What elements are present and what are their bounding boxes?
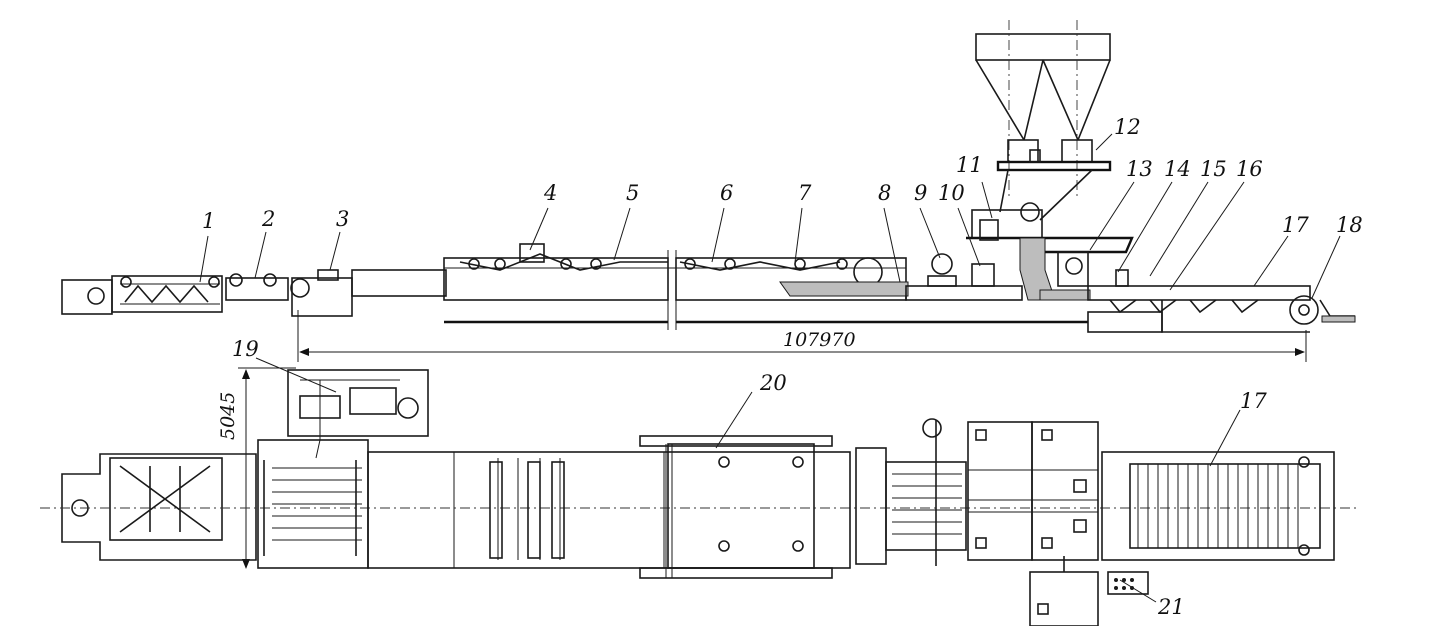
leader-lines [199, 133, 1341, 603]
callout-15: 15 [1200, 157, 1227, 181]
callout-8: 8 [878, 181, 891, 205]
hopper-pair [975, 20, 1112, 221]
conveyor-right [1039, 269, 1356, 333]
callout-7: 7 [798, 181, 812, 205]
plan-view: 5045 [40, 367, 1360, 626]
callout-9: 9 [914, 181, 927, 205]
length-dimension-label: 107970 [783, 329, 856, 351]
main-frame [443, 243, 1088, 330]
callout-12: 12 [1114, 115, 1141, 139]
width-dimension-label: 5045 [217, 392, 239, 440]
callout-21: 21 [1157, 595, 1185, 619]
callout-14: 14 [1164, 157, 1191, 181]
callout-labels: 1 2 3 4 5 6 7 8 9 10 11 12 13 14 15 16 1… [202, 115, 1363, 619]
callout-10: 10 [938, 181, 965, 205]
conveyor-left [61, 269, 447, 317]
callout-1: 1 [202, 209, 215, 233]
callout-16: 16 [1236, 157, 1263, 181]
elevation-view: 107970 [61, 20, 1356, 362]
callout-20: 20 [759, 371, 787, 395]
callout-17-plan: 17 [1240, 389, 1267, 413]
callout-3: 3 [336, 207, 349, 231]
callout-19: 19 [232, 337, 259, 361]
callout-13: 13 [1126, 157, 1153, 181]
callout-17: 17 [1282, 213, 1309, 237]
callout-5: 5 [626, 181, 639, 205]
callout-18: 18 [1336, 213, 1363, 237]
callout-4: 4 [543, 181, 557, 205]
callout-2: 2 [261, 207, 275, 231]
length-dimension [297, 310, 1307, 362]
callout-6: 6 [720, 181, 733, 205]
callout-11: 11 [956, 153, 983, 177]
